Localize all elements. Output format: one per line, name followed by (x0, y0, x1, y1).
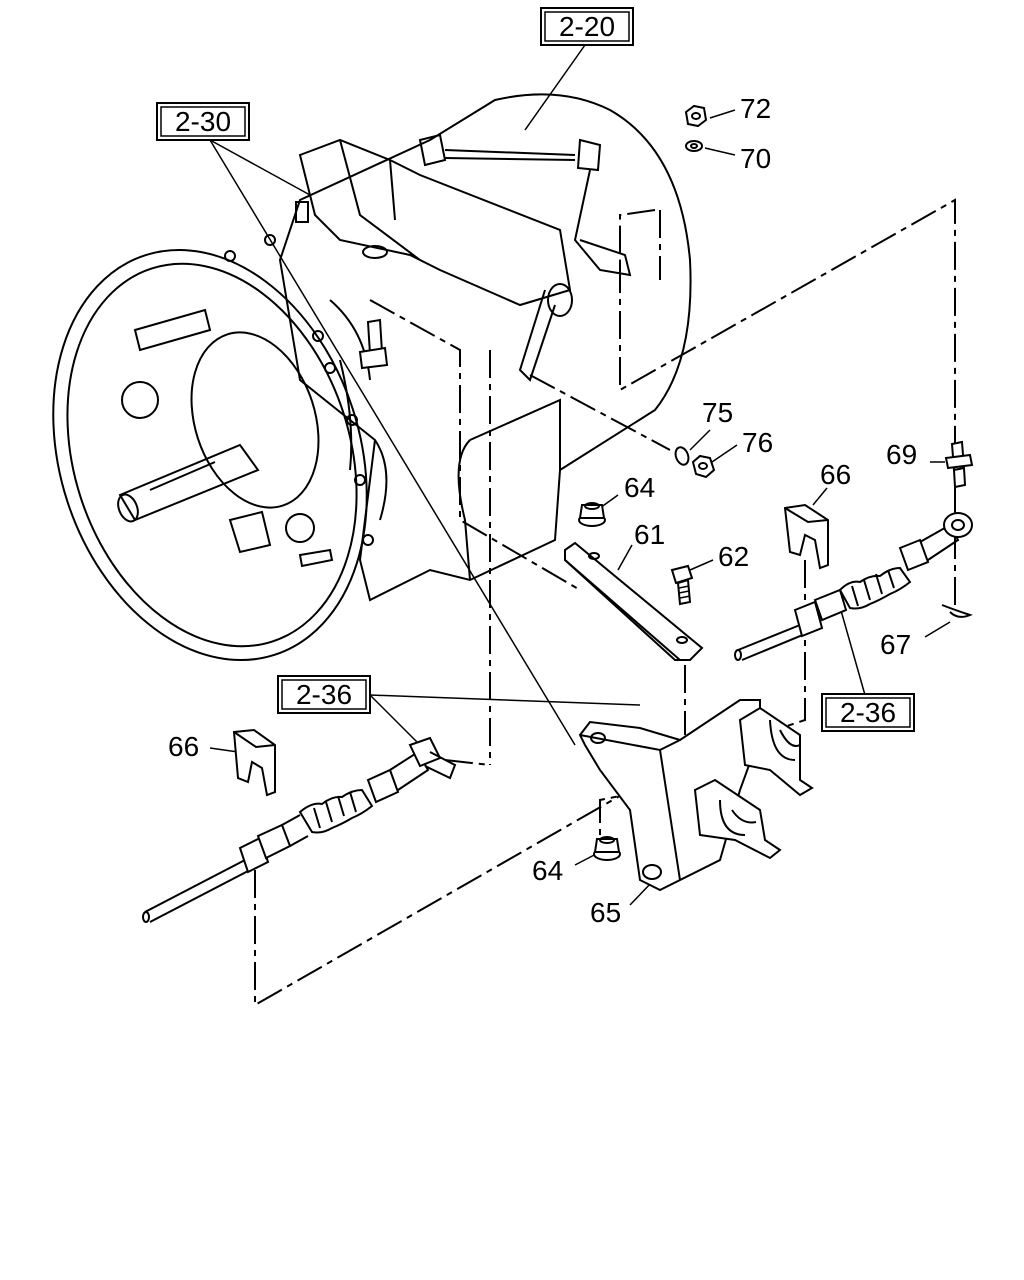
callout-72: 72 (740, 93, 771, 124)
mounting-stud (358, 318, 389, 370)
shift-cable-left (142, 736, 457, 923)
ref-label-2-20: 2-20 (559, 11, 615, 42)
shift-cable-right (734, 512, 973, 661)
part-61-strap (564, 541, 704, 661)
callout-75: 75 (702, 397, 733, 428)
part-callouts: 72 70 75 76 64 61 62 66 69 67 66 64 65 (168, 93, 917, 928)
flywheel-housing (52, 234, 374, 662)
ref-label-2-30: 2-30 (175, 106, 231, 137)
part-75-washer (674, 446, 690, 466)
part-66-clip-right (783, 503, 829, 570)
shift-tower (295, 133, 632, 382)
part-64-nut-top (578, 502, 606, 527)
callout-64-bottom: 64 (532, 855, 563, 886)
part-72-nut (684, 104, 708, 128)
part-70-washer (685, 140, 703, 152)
callout-66-right: 66 (820, 459, 851, 490)
callout-70: 70 (740, 143, 771, 174)
part-62-bolt (670, 564, 694, 606)
ref-box-2-30[interactable]: 2-30 (156, 102, 250, 141)
callout-66-left: 66 (168, 731, 199, 762)
callout-61: 61 (634, 519, 665, 550)
part-64-nut-bottom (593, 836, 621, 861)
reference-leaders (209, 44, 866, 746)
part-66-clip-left (232, 728, 276, 797)
input-shaft (117, 308, 260, 523)
callout-67: 67 (880, 629, 911, 660)
callout-62: 62 (718, 541, 749, 572)
ref-label-2-36-left: 2-36 (296, 679, 352, 710)
transmission-housing (278, 93, 692, 602)
assembly-leader-lines (254, 198, 956, 1007)
callout-leaders (209, 109, 951, 906)
callout-64-top: 64 (624, 472, 655, 503)
ref-box-2-36-right[interactable]: 2-36 (821, 693, 915, 732)
part-67-clip (941, 604, 973, 618)
callout-69: 69 (886, 439, 917, 470)
part-69-pin (944, 440, 974, 489)
part-65-bracket (578, 699, 814, 892)
ref-box-2-20[interactable]: 2-20 (540, 7, 634, 46)
callout-65: 65 (590, 897, 621, 928)
ref-label-2-36-right: 2-36 (840, 697, 896, 728)
part-76-nut (691, 454, 716, 479)
callout-76: 76 (742, 427, 773, 458)
ref-box-2-36-left[interactable]: 2-36 (277, 675, 371, 714)
